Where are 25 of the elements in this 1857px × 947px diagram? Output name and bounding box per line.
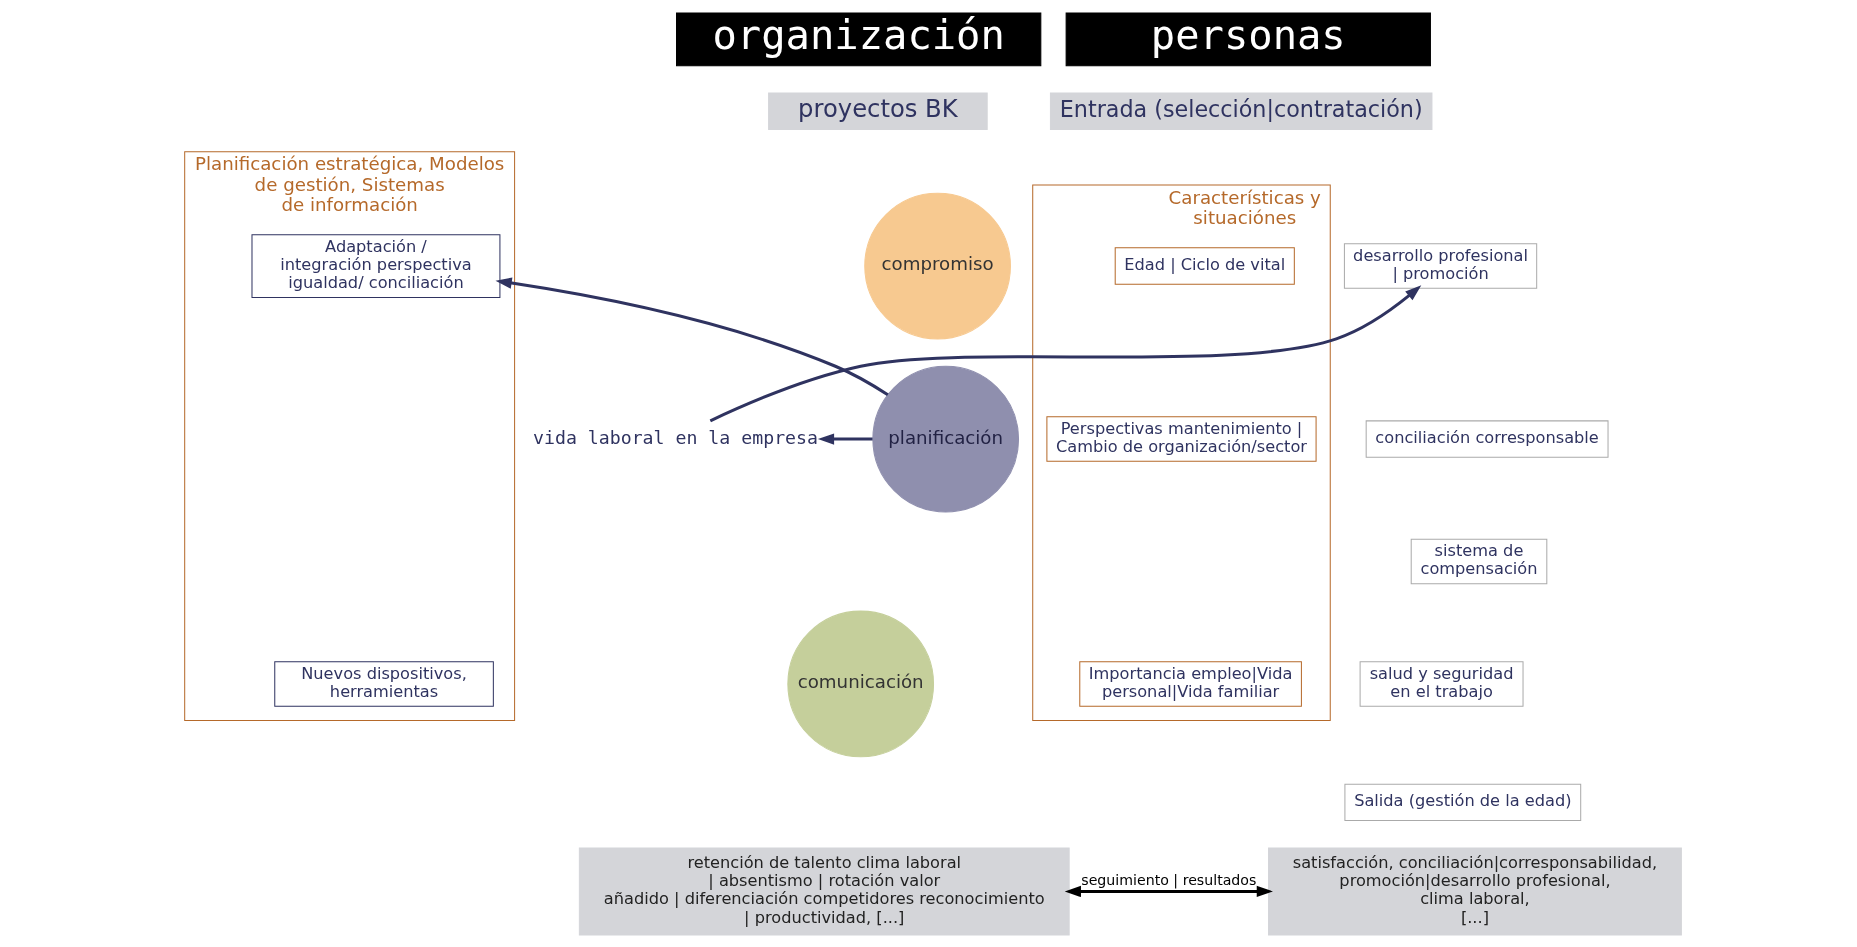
node-circle: comunicación bbox=[786, 610, 934, 757]
node-circle: compromiso bbox=[863, 192, 1011, 339]
node-box: Perspectivas mantenimiento | Cambio de organización/sector bbox=[1045, 415, 1317, 462]
node-text: vida laboral en la empresa bbox=[532, 426, 818, 448]
node-box: personas bbox=[1065, 12, 1431, 66]
node-box: retención de talento clima laboral | absentismo | rotación valor añadido | diferenciación competidores reconocimiento | productividad, [...] bbox=[578, 846, 1070, 935]
arrow bbox=[1064, 885, 1273, 897]
edge-label: seguimiento | resultados bbox=[1080, 871, 1256, 888]
arrow bbox=[495, 276, 889, 396]
arrow bbox=[709, 284, 1421, 422]
node-circle: planificación bbox=[871, 365, 1019, 512]
node-box: Importancia empleo|Vida personal|Vida familiar bbox=[1078, 660, 1302, 707]
node-box: proyectos BK bbox=[767, 92, 988, 130]
node-box: Entrada (selección|contratación) bbox=[1049, 92, 1432, 130]
node-box: Adaptación / integración perspectiva igualdad/ conciliación bbox=[251, 233, 500, 298]
node-box: sistema de compensación bbox=[1410, 538, 1547, 584]
node-box: Salida (gestión de la edad) bbox=[1343, 783, 1581, 821]
node-box: conciliación corresponsable bbox=[1365, 419, 1609, 458]
node-box: desarrollo profesional | promoción bbox=[1343, 242, 1537, 289]
node-box: organización bbox=[675, 12, 1041, 66]
node-box: salud y seguridad en el trabajo bbox=[1359, 660, 1524, 707]
node-box: satisfacción, conciliación|corresponsabilidad, promoción|desarrollo profesional, clima laboral, [...] bbox=[1267, 846, 1682, 935]
node-box: Nuevos dispositivos, herramientas bbox=[273, 660, 494, 707]
arrow bbox=[817, 432, 873, 445]
node-box: Edad | Ciclo de vital bbox=[1114, 246, 1295, 285]
